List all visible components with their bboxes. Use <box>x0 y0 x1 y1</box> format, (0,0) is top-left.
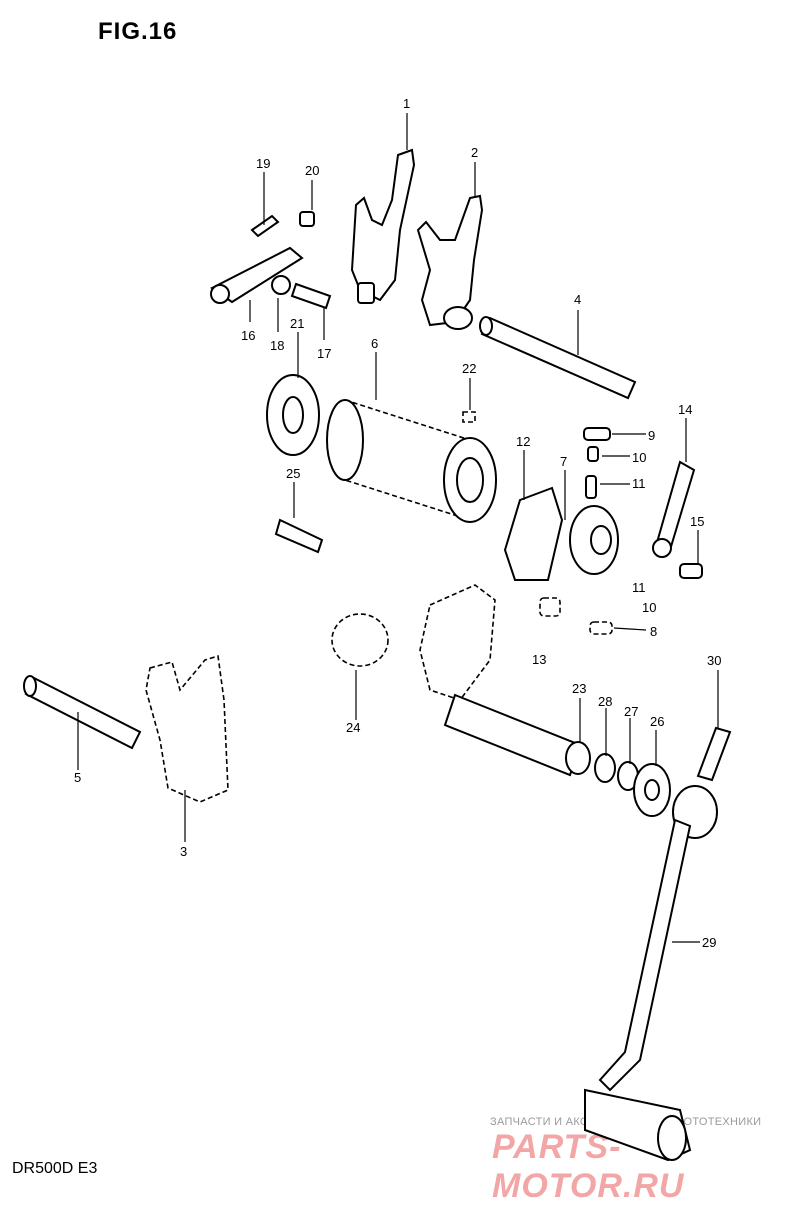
callout-22: 22 <box>462 361 476 376</box>
part-bolt-17 <box>290 282 332 310</box>
callout-8: 8 <box>650 624 657 639</box>
part-washer-18 <box>271 275 291 295</box>
callout-26: 26 <box>650 714 664 729</box>
callout-10: 10 <box>632 450 646 465</box>
callout-6: 6 <box>371 336 378 351</box>
callout-17: 17 <box>317 346 331 361</box>
callout-15: 15 <box>690 514 704 529</box>
part-gearshift-pedal-29 <box>584 785 718 1162</box>
part-neutral-switch-25 <box>274 518 324 554</box>
part-shift-fork-2 <box>416 194 484 330</box>
callout-11b: 11 <box>632 580 646 595</box>
part-stopper-16 <box>210 246 304 304</box>
callout-1: 1 <box>403 96 410 111</box>
callout-5: 5 <box>74 770 81 785</box>
callout-2: 2 <box>471 145 478 160</box>
part-plate-21 <box>266 374 320 456</box>
part-spring-19 <box>250 214 280 238</box>
callout-21: 21 <box>290 316 304 331</box>
callout-3: 3 <box>180 844 187 859</box>
callout-20: 20 <box>305 163 319 178</box>
part-cam-guide-13 <box>419 584 496 701</box>
part-shift-fork-3 <box>145 654 229 803</box>
part-fork-shaft-4 <box>479 316 637 400</box>
callout-27: 27 <box>624 704 638 719</box>
part-shift-fork-24 <box>331 613 389 667</box>
callout-13: 13 <box>532 652 546 667</box>
part-pin-22 <box>462 411 476 423</box>
model-code: DR500D E3 <box>12 1160 98 1177</box>
callout-30: 30 <box>707 653 721 668</box>
callout-23: 23 <box>572 681 586 696</box>
callout-28: 28 <box>598 694 612 709</box>
callout-16: 16 <box>241 328 255 343</box>
callout-29: 29 <box>702 935 716 950</box>
part-fork-shaft-5 <box>23 675 142 750</box>
figure-title: FIG.16 <box>98 18 178 45</box>
callout-12: 12 <box>516 434 530 449</box>
callout-7: 7 <box>560 454 567 469</box>
part-seal-28 <box>594 753 616 783</box>
callout-9: 9 <box>648 428 655 443</box>
callout-14: 14 <box>678 402 692 417</box>
part-pawl-set-lower <box>539 597 613 635</box>
callout-labels: 1 2 4 19 20 16 18 17 21 6 22 25 9 10 11 … <box>74 96 721 950</box>
part-oil-seal-26 <box>633 763 671 817</box>
part-cam-plate-12 <box>503 486 564 581</box>
callout-4: 4 <box>574 292 581 307</box>
leader-lines <box>77 113 719 943</box>
callout-18: 18 <box>270 338 284 353</box>
part-drum-cam-7 <box>569 505 619 575</box>
callout-11: 11 <box>632 476 646 491</box>
part-bolt-30 <box>696 726 732 782</box>
callout-19: 19 <box>256 156 270 171</box>
callout-10b: 10 <box>642 600 656 615</box>
part-shift-drum-6 <box>326 398 497 523</box>
part-bolt-20 <box>299 211 315 227</box>
callout-25: 25 <box>286 466 300 481</box>
part-gearshift-shaft-23 <box>443 693 591 777</box>
callout-24: 24 <box>346 720 360 735</box>
part-pawl-set-upper <box>583 427 611 499</box>
part-shift-fork-1 <box>350 148 416 304</box>
part-bolt-15 <box>679 563 703 579</box>
part-stopper-lever-14 <box>652 460 696 558</box>
